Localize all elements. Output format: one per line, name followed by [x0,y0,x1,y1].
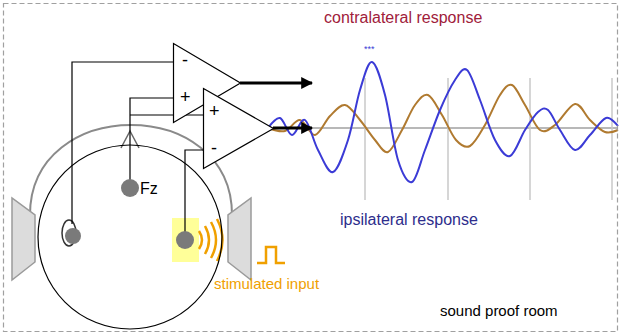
wire [185,150,203,232]
gridline [447,78,449,200]
sound-wave [199,231,202,249]
wire [72,62,173,224]
contralateral-wave [268,85,618,153]
trace-label: contralateral response [324,9,482,27]
ipsilateral-wave [268,62,618,182]
head-outline [37,144,223,330]
electrode [176,231,194,249]
gridline [529,78,531,200]
input-sign: - [182,51,188,71]
input-sign: + [209,102,220,122]
output-arrow [240,82,312,85]
head: Fz [37,144,223,330]
headphone [228,198,251,280]
input-sign: + [180,88,191,108]
amplifier: +- [203,88,274,169]
waveforms [268,62,618,182]
stimulus-label: stimulated input [214,276,319,293]
wire [130,114,203,115]
gridline [611,78,613,200]
electrode [121,179,139,197]
electrode-label: Fz [140,180,158,198]
pulse-symbol [257,247,285,263]
headphone [12,198,35,280]
output-arrow [273,127,312,130]
electrode [65,228,81,244]
wire [130,98,173,180]
trace-label: ipsilateral response [340,211,478,229]
room-label: sound proof room [440,303,558,320]
gridline [364,78,366,200]
sound-wave [211,222,216,258]
headband [30,125,232,215]
input-sign: - [211,139,217,159]
sound-wave [205,226,209,254]
peak-mark: *** [364,45,375,55]
